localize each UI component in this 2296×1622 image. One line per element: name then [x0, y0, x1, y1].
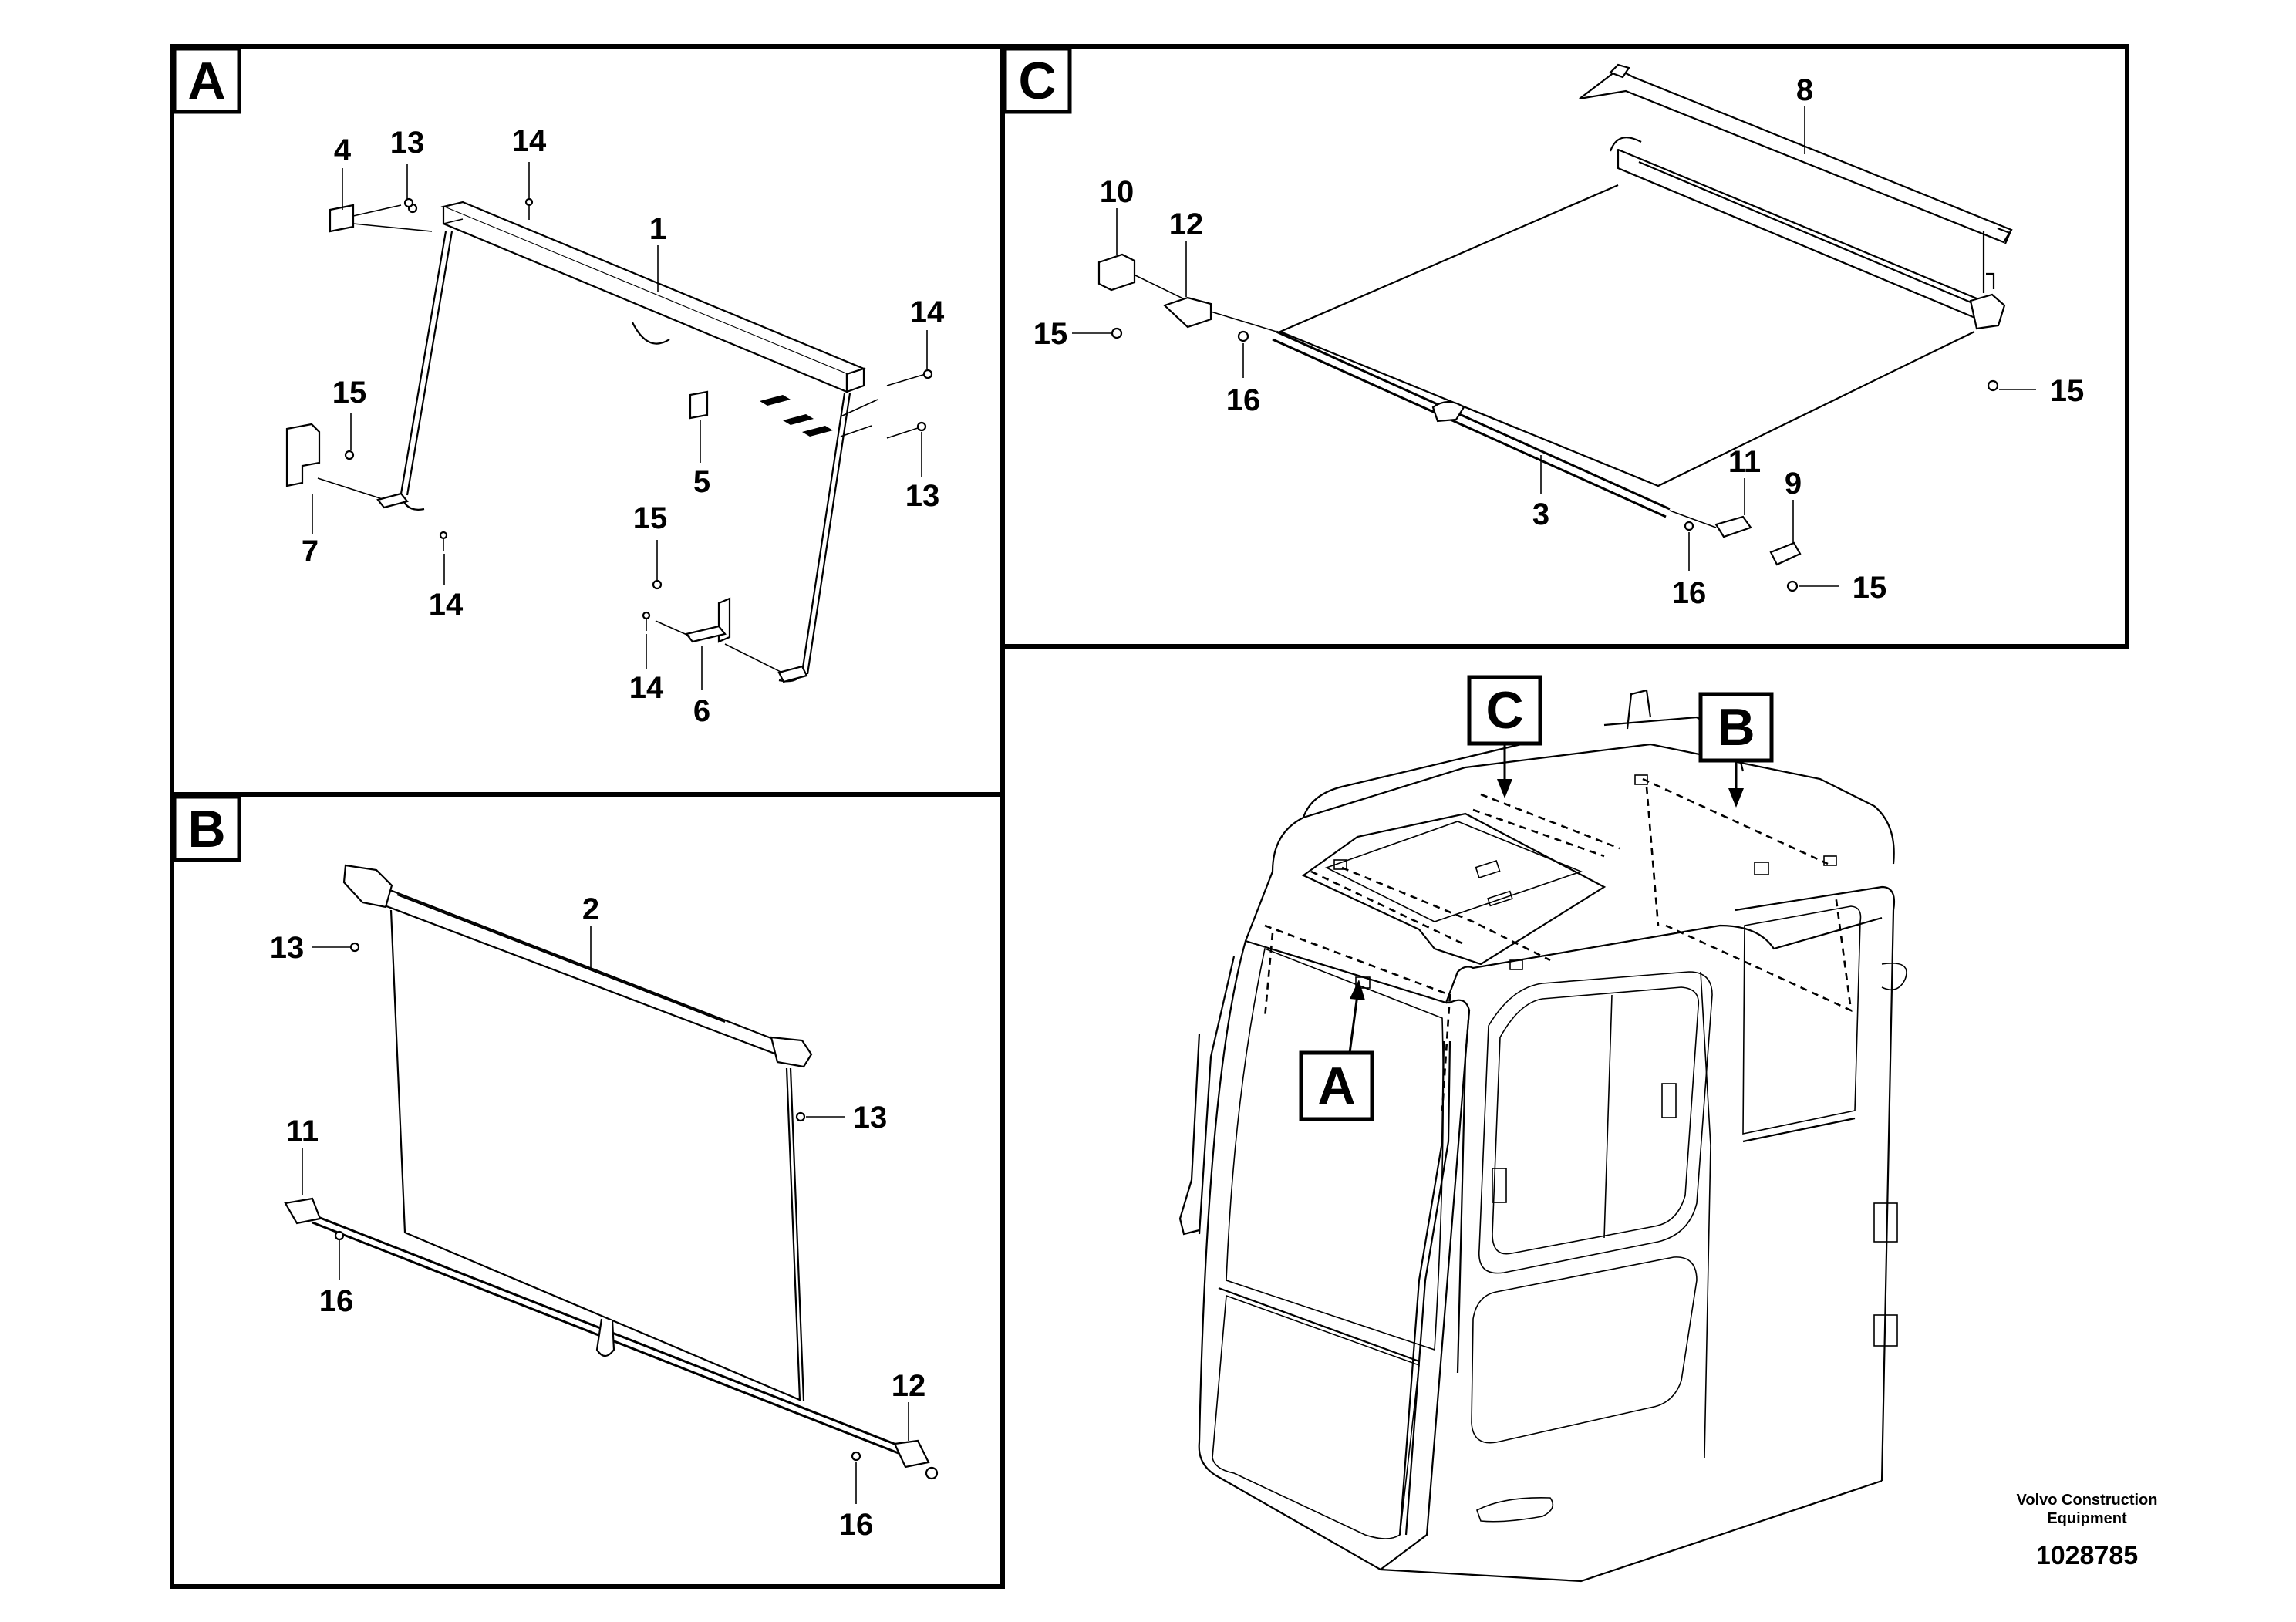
- panel-b-drawing: [284, 864, 939, 1504]
- panel-a-callouts: 1 4 5 6 7 13 13 14 14 14 14 15 15: [302, 124, 945, 728]
- callout-2: 2: [582, 892, 599, 926]
- callout-15: 15: [1033, 317, 1068, 351]
- callout-3: 3: [1532, 497, 1549, 531]
- svg-text:C: C: [1485, 681, 1523, 740]
- panel-c-letter: C: [1003, 46, 1072, 114]
- panel-c-drawing: [1072, 63, 2036, 592]
- panel-a-letter: A: [172, 46, 241, 114]
- callout-11: 11: [1728, 445, 1761, 479]
- callout-8: 8: [1796, 73, 1813, 107]
- callout-13: 13: [270, 931, 305, 965]
- callout-10: 10: [1100, 175, 1135, 209]
- svg-text:A: A: [187, 52, 225, 110]
- callout-14: 14: [512, 124, 547, 158]
- company-name-line2: Equipment: [2047, 1510, 2127, 1527]
- panel-a-drawing: [285, 162, 933, 690]
- callout-16: 16: [839, 1508, 874, 1542]
- callout-14: 14: [910, 295, 945, 329]
- cab-overview-drawing: [1178, 689, 1907, 1583]
- svg-text:B: B: [187, 800, 225, 858]
- callout-16: 16: [1672, 576, 1707, 610]
- callout-12: 12: [1169, 207, 1204, 241]
- panel-b-letter: B: [172, 794, 241, 862]
- footer-block: Volvo Construction Equipment 1028785: [2017, 1492, 2158, 1570]
- company-name: Volvo Construction: [2017, 1492, 2158, 1509]
- callout-12: 12: [892, 1369, 926, 1403]
- callout-1: 1: [649, 212, 666, 246]
- callout-14: 14: [629, 671, 664, 705]
- svg-text:B: B: [1717, 698, 1755, 757]
- panel-b-callouts: 2 11 12 13 13 16 16: [270, 892, 926, 1542]
- callout-4: 4: [334, 133, 352, 167]
- callout-16: 16: [1226, 383, 1261, 417]
- callout-5: 5: [693, 465, 710, 499]
- callout-16: 16: [319, 1284, 354, 1318]
- callout-15: 15: [633, 501, 668, 535]
- callout-13: 13: [905, 479, 940, 513]
- callout-13: 13: [853, 1101, 888, 1135]
- callout-9: 9: [1785, 467, 1802, 501]
- panel-c-frame: [1000, 44, 2129, 649]
- callout-15: 15: [2050, 374, 2085, 408]
- callout-15: 15: [332, 376, 367, 410]
- callout-7: 7: [302, 534, 319, 568]
- panel-c-callouts: 3 8 9 10 11 12 15 15 15 16 16: [1033, 73, 2085, 610]
- overview-tag-a: A: [1299, 980, 1374, 1121]
- svg-text:C: C: [1018, 52, 1056, 110]
- drawing-number: 1028785: [2036, 1541, 2138, 1570]
- panel-a-frame: [170, 44, 1005, 797]
- panel-b-frame: [170, 792, 1005, 1589]
- callout-14: 14: [429, 588, 464, 622]
- callout-15: 15: [1853, 571, 1887, 605]
- callout-6: 6: [693, 694, 710, 728]
- overview-tag-b: B: [1698, 692, 1774, 808]
- callout-13: 13: [390, 126, 425, 160]
- overview-tag-c: C: [1467, 675, 1542, 798]
- callout-11: 11: [286, 1114, 319, 1148]
- svg-text:A: A: [1317, 1057, 1355, 1115]
